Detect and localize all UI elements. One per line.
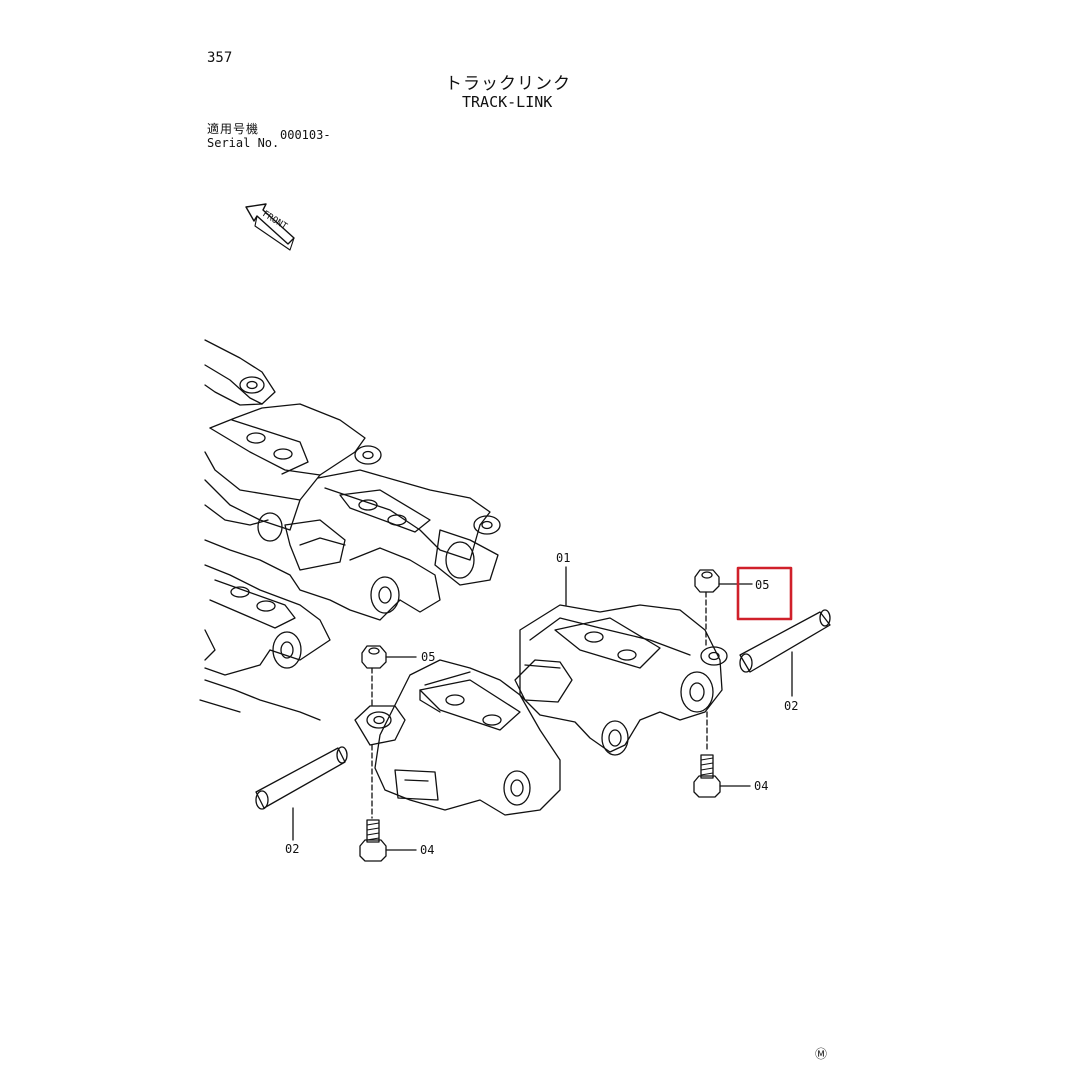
callout-bolt-left: 04 bbox=[420, 843, 434, 857]
callout-pin-right: 02 bbox=[784, 699, 798, 713]
nut-right: 05 bbox=[694, 566, 793, 646]
nut-left: 05 bbox=[361, 645, 435, 707]
callout-01: 01 bbox=[556, 551, 570, 606]
title-english: TRACK-LINK bbox=[462, 93, 553, 111]
serial-label-english: Serial No. bbox=[207, 136, 280, 150]
highlight-box bbox=[736, 566, 793, 621]
pin-right: 02 bbox=[739, 609, 831, 713]
front-label: FRONT bbox=[260, 209, 289, 232]
serial-number-value: 000103- bbox=[280, 128, 331, 142]
callout-nut-left: 05 bbox=[421, 650, 435, 664]
bolt-right: 04 bbox=[693, 711, 768, 798]
serial-label-japanese: 適用号機 bbox=[207, 122, 260, 136]
callout-nut-right: 05 bbox=[755, 578, 769, 592]
background-track-links bbox=[199, 339, 501, 721]
corner-mark: Ⓜ bbox=[815, 1047, 828, 1061]
title-japanese: トラックリンク bbox=[445, 74, 571, 94]
callout-bolt-right: 04 bbox=[754, 779, 768, 793]
front-arrow-icon: FRONT bbox=[245, 203, 295, 251]
callout-link-assembly: 01 bbox=[556, 551, 570, 565]
bolt-left: 04 bbox=[359, 744, 434, 862]
page-number: 357 bbox=[207, 50, 233, 66]
pin-left: 02 bbox=[255, 746, 348, 856]
callout-pin-left: 02 bbox=[285, 842, 299, 856]
track-link-assembly bbox=[354, 604, 728, 816]
